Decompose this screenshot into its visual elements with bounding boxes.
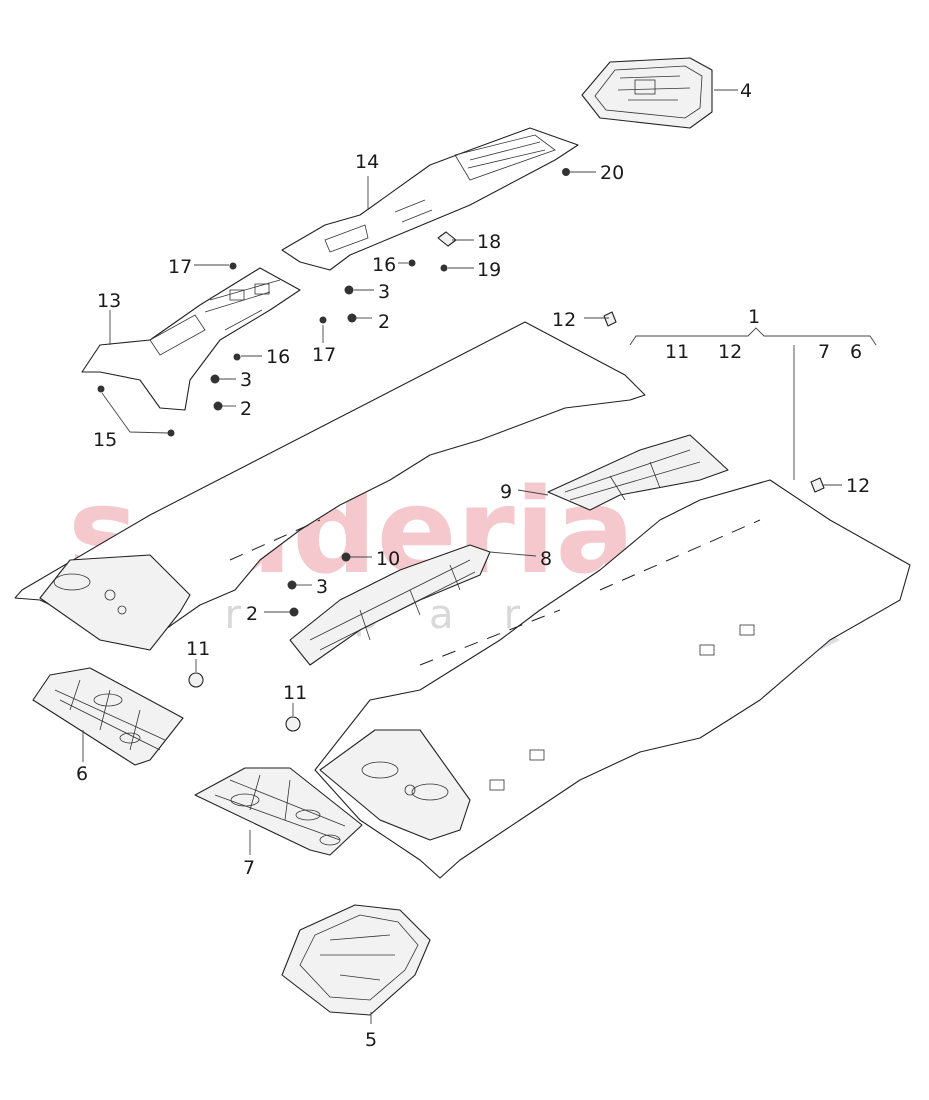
- callout-20: 20: [600, 162, 624, 184]
- callout-17-left: 17: [168, 256, 192, 278]
- callout-3-low: 3: [316, 576, 328, 598]
- callout-12-group: 12: [718, 341, 742, 363]
- callout-12-right: 12: [846, 475, 870, 497]
- part-5-light-unit[interactable]: [281, 904, 431, 1016]
- callout-3-left: 3: [240, 369, 252, 391]
- callout-2-low: 2: [246, 603, 258, 625]
- callout-16-left: 16: [266, 346, 290, 368]
- callout-14: 14: [355, 151, 379, 173]
- callout-labels: 4 20 14 18 16 19 17 3 2 17 12 1 11 12 7 …: [76, 80, 870, 1051]
- part-13-bracket[interactable]: [81, 267, 301, 411]
- callout-11-left: 11: [186, 638, 210, 660]
- callout-4: 4: [740, 80, 752, 102]
- callout-7: 7: [243, 857, 255, 879]
- grommet-11-icons: [188, 672, 301, 732]
- callout-11-group: 11: [665, 341, 689, 363]
- callout-13: 13: [97, 290, 121, 312]
- callout-18: 18: [477, 231, 501, 253]
- callout-2-top: 2: [378, 311, 390, 333]
- callout-19: 19: [477, 259, 501, 281]
- part-1-headliner[interactable]: [14, 321, 911, 879]
- fastener-group: [97, 168, 570, 617]
- callout-15: 15: [93, 429, 117, 451]
- callout-1: 1: [748, 306, 760, 328]
- callout-7-group: 7: [818, 341, 830, 363]
- callout-9: 9: [500, 481, 512, 503]
- callout-8: 8: [540, 548, 552, 570]
- callout-17-mid: 17: [312, 344, 336, 366]
- part-7-panel[interactable]: [194, 767, 363, 856]
- callout-11-mid: 11: [283, 682, 307, 704]
- part-14-bracket[interactable]: [281, 127, 579, 271]
- part-4-light-unit[interactable]: [581, 57, 713, 129]
- callout-3-top: 3: [378, 281, 390, 303]
- part-9-panel[interactable]: [547, 434, 729, 511]
- part-6-panel[interactable]: [32, 667, 184, 766]
- callout-6-group: 6: [850, 341, 862, 363]
- leader-lines: [82, 89, 877, 1024]
- clip-18-icon: [437, 231, 457, 247]
- callout-10: 10: [376, 548, 400, 570]
- callout-2-left: 2: [240, 398, 252, 420]
- callout-16-top: 16: [372, 254, 396, 276]
- callout-12-top: 12: [552, 309, 576, 331]
- callout-6: 6: [76, 763, 88, 785]
- callout-5: 5: [365, 1029, 377, 1051]
- clip-12-icons: [603, 311, 825, 493]
- part-8-panel[interactable]: [289, 544, 491, 666]
